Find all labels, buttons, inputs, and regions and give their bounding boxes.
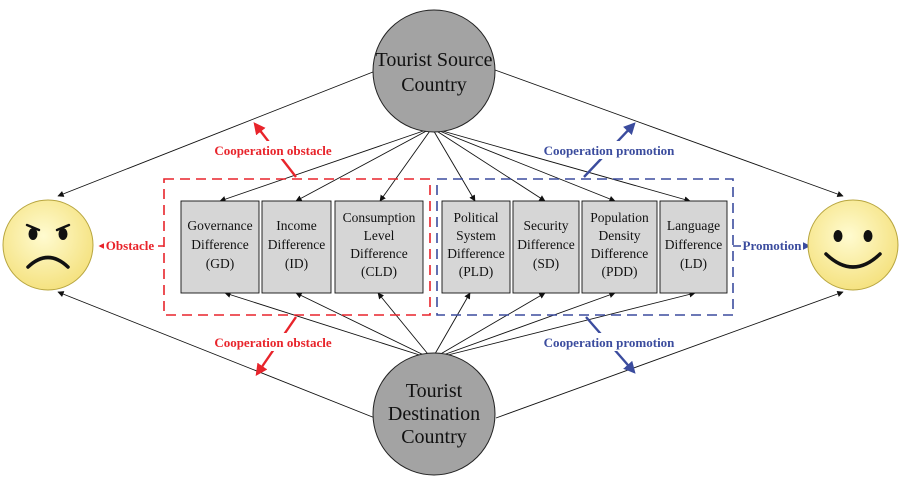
- difference-box-cld: Consumption Level Difference (CLD): [334, 200, 424, 294]
- source-to-happy-face-arrow: [494, 69, 844, 198]
- promotion-bottom-label: Cooperation promotion: [544, 335, 676, 350]
- destination-to-happy-face-arrow: [495, 290, 844, 419]
- obstacle-bottom-label: Cooperation obstacle: [214, 335, 332, 350]
- difference-box-gd: Governance Difference (GD): [180, 200, 260, 294]
- destination-line1: Tourist: [406, 380, 463, 402]
- source-line1: Tourist Source: [376, 49, 493, 71]
- box-sd-line2: Difference: [517, 237, 574, 252]
- destination-to-sad-face-arrow: [57, 291, 376, 419]
- promotion-group-frame: [436, 178, 734, 316]
- tourist-destination-country-node: Tourist Destination Country: [372, 352, 496, 476]
- box-cld-line2: Level: [364, 228, 395, 243]
- box-gd-line2: Difference: [191, 237, 248, 252]
- tourist-source-country-node: Tourist Source Country: [372, 9, 496, 133]
- promotion-side-label: Promotion: [743, 238, 803, 253]
- obstacle-side-label: Obstacle: [106, 238, 155, 253]
- box-cld-line4: (CLD): [361, 264, 397, 279]
- destination-line3: Country: [401, 426, 467, 448]
- destination-line2: Destination: [388, 403, 480, 425]
- source-to-sad-face-arrow: [57, 69, 379, 197]
- difference-box-sd: Security Difference (SD): [512, 200, 580, 294]
- box-cld-line3: Difference: [350, 246, 407, 261]
- happy-face-icon: [807, 199, 899, 291]
- difference-box-ld: Language Difference (LD): [659, 200, 728, 294]
- box-sd-line3: (SD): [533, 256, 559, 271]
- box-cld-line1: Consumption: [343, 210, 416, 225]
- difference-box-id: Income Difference (ID): [261, 200, 332, 294]
- box-ld-line1: Language: [667, 218, 720, 233]
- sad-face-icon: [2, 199, 94, 291]
- obstacle-top-label: Cooperation obstacle: [214, 143, 332, 158]
- box-gd-line1: Governance: [187, 218, 252, 233]
- box-pld-line2: System: [456, 228, 496, 243]
- box-pdd-line4: (PDD): [602, 264, 638, 279]
- difference-box-pld: Political System Difference (PLD): [441, 200, 511, 294]
- source-line2: Country: [401, 74, 467, 96]
- box-pdd-line1: Population: [590, 210, 649, 225]
- difference-box-pdd: Population Density Difference (PDD): [581, 200, 658, 294]
- box-ld-line2: Difference: [665, 237, 722, 252]
- obstacle-group-frame: [163, 178, 431, 316]
- box-gd-line3: (GD): [206, 256, 235, 271]
- destination-to-box-arrows: [224, 291, 696, 360]
- source-to-box-arrows: [219, 127, 691, 203]
- box-id-line1: Income: [276, 218, 316, 233]
- box-pld-line4: (PLD): [459, 264, 494, 279]
- box-sd-line1: Security: [524, 218, 569, 233]
- box-pdd-line2: Density: [599, 228, 641, 243]
- box-pdd-line3: Difference: [591, 246, 648, 261]
- box-pld-line3: Difference: [447, 246, 504, 261]
- box-ld-line3: (LD): [680, 256, 707, 271]
- box-pld-line1: Political: [454, 210, 499, 225]
- promotion-top-label: Cooperation promotion: [544, 143, 676, 158]
- box-id-line2: Difference: [268, 237, 325, 252]
- box-id-line3: (ID): [285, 256, 308, 271]
